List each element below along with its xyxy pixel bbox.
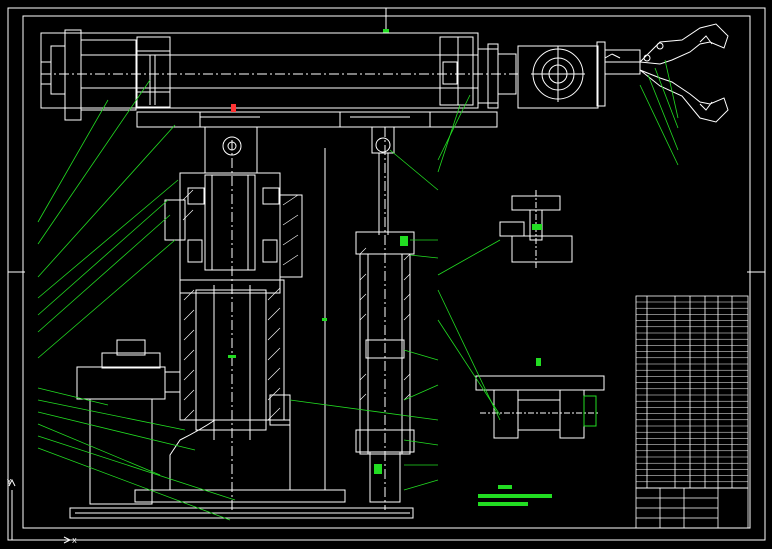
cylinder-hatch [359, 247, 411, 401]
detail-b-marker [536, 358, 541, 366]
machine-base [69, 489, 414, 519]
cylinder-marker-bottom [374, 464, 382, 474]
svg-text:Y: Y [6, 478, 12, 486]
detail-b-accent [583, 395, 597, 427]
leader-lines [37, 59, 679, 521]
svg-text:X: X [72, 537, 77, 545]
main-column-hatch [182, 189, 299, 421]
title-block [635, 487, 749, 529]
note-bar-2 [478, 494, 552, 498]
hydraulic-cylinder [355, 126, 415, 510]
datum-marker [231, 104, 236, 112]
cylinder-marker-top [400, 236, 408, 246]
detail-a-marker [532, 224, 542, 230]
note-bar-1 [498, 485, 512, 489]
parts-list-rows [636, 301, 748, 489]
arm-assembly [40, 23, 729, 123]
sheet-border [7, 7, 766, 541]
motor-block [76, 339, 181, 505]
dimension-tick [322, 318, 327, 321]
note-bar-3 [478, 502, 528, 506]
center-tick [228, 355, 236, 358]
ucs-axis-icon: Y X [6, 478, 77, 545]
center-mark [383, 29, 389, 33]
detail-view-b [475, 375, 605, 439]
arm-base-plate [136, 111, 498, 128]
